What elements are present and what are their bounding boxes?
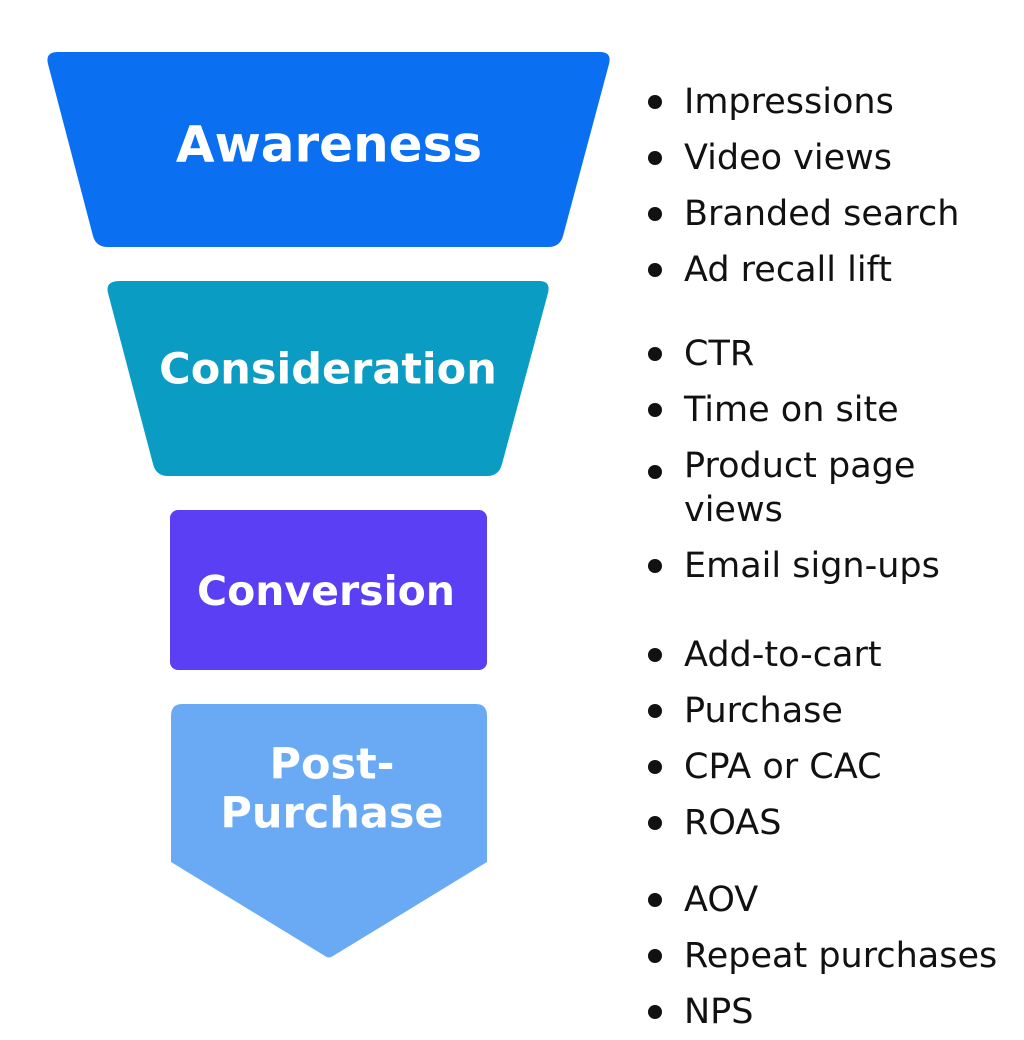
metric-item: AOV: [646, 872, 997, 928]
metric-item: Ad recall lift: [646, 242, 959, 298]
metric-label: Ad recall lift: [684, 250, 892, 290]
bullet-icon: [648, 949, 662, 963]
metric-label: Add-to-cart: [684, 635, 882, 675]
metric-item: Purchase: [646, 683, 882, 739]
post-purchase-stage-shape: [171, 704, 487, 958]
awareness-metrics-list: Impressions Video views Branded search A…: [646, 74, 959, 298]
metric-item: NPS: [646, 984, 997, 1040]
bullet-icon: [648, 263, 662, 277]
post-purchase-metrics-list: AOV Repeat purchases NPS: [646, 872, 997, 1040]
bullet-icon: [648, 465, 662, 479]
metric-label: AOV: [684, 880, 759, 920]
conversion-stage-shape: [170, 510, 487, 670]
bullet-icon: [648, 704, 662, 718]
bullet-icon: [648, 760, 662, 774]
metric-item: Branded search: [646, 186, 959, 242]
bullet-icon: [648, 151, 662, 165]
bullet-icon: [648, 648, 662, 662]
conversion-stage-label: Conversion: [197, 567, 455, 615]
metric-label: Time on site: [684, 390, 899, 430]
conversion-metrics-list: Add-to-cart Purchase CPA or CAC ROAS: [646, 627, 882, 851]
post-purchase-stage-label-line-1: Post-: [269, 740, 394, 790]
metric-item: Video views: [646, 130, 959, 186]
metric-item: Email sign-ups: [646, 538, 974, 594]
metric-item: Impressions: [646, 74, 959, 130]
metric-item: CPA or CAC: [646, 739, 882, 795]
metric-item: Time on site: [646, 382, 974, 438]
consideration-stage-shape: [107, 281, 549, 476]
bullet-icon: [648, 95, 662, 109]
metric-label: Video views: [684, 138, 893, 178]
awareness-stage-label: Awareness: [176, 116, 482, 174]
metric-item: ROAS: [646, 795, 882, 851]
bullet-icon: [648, 893, 662, 907]
metric-label: Purchase: [684, 691, 843, 731]
metric-item: Repeat purchases: [646, 928, 997, 984]
metric-item: CTR: [646, 326, 974, 382]
bullet-icon: [648, 559, 662, 573]
bullet-icon: [648, 816, 662, 830]
bullet-icon: [648, 207, 662, 221]
bullet-icon: [648, 1005, 662, 1019]
bullet-icon: [648, 403, 662, 417]
post-purchase-stage-label-line-2: Purchase: [220, 789, 443, 839]
metric-label: CPA or CAC: [684, 747, 882, 787]
metric-label: Repeat purchases: [684, 936, 998, 976]
consideration-metrics-list: CTR Time on site Product page views Emai…: [646, 326, 974, 594]
metric-item: Product page views: [646, 438, 974, 538]
metric-label: Product page views: [684, 446, 916, 530]
metric-item: Add-to-cart: [646, 627, 882, 683]
metric-label: ROAS: [684, 803, 782, 843]
metric-label: Branded search: [684, 194, 960, 234]
metric-label: Impressions: [684, 82, 894, 122]
metric-label: Email sign-ups: [684, 546, 940, 586]
metric-label: NPS: [684, 992, 754, 1032]
consideration-stage-label: Consideration: [159, 345, 497, 395]
awareness-stage-shape: [47, 52, 610, 247]
metric-label: CTR: [684, 334, 755, 374]
bullet-icon: [648, 347, 662, 361]
